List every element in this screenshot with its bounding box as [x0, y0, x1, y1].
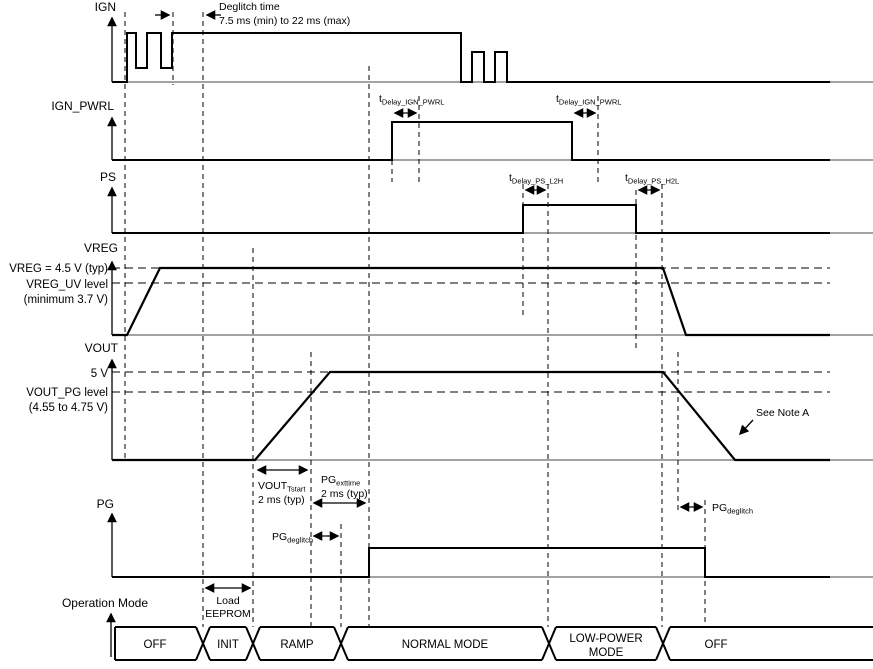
mode-off-1: OFF	[144, 639, 167, 651]
pg-exttime-label: PGexttime	[321, 474, 360, 488]
load-eeprom-label-line2: EEPROM	[205, 608, 251, 620]
see-note-label: See Note A	[756, 407, 809, 419]
mode-off-2: OFF	[705, 639, 728, 651]
deglitch-time-label: Deglitch time	[219, 1, 280, 13]
ign-label: IGN	[95, 0, 116, 14]
mode-init: INIT	[217, 639, 239, 651]
annotation-labels: Deglitch time 7.5 ms (min) to 22 ms (max…	[205, 1, 809, 620]
pg-deglitch-right-label: PGdeglitch	[712, 502, 753, 516]
t-delay-ps-h2l-label: tDelay_PS_H2L	[625, 172, 679, 186]
vout-tstart-time-label: 2 ms (typ)	[258, 494, 305, 506]
measure-arrows	[155, 10, 754, 593]
ign-pwrl-label: IGN_PWRL	[51, 99, 114, 113]
signal-axes	[106, 16, 117, 657]
t-delay-ps-l2h-label: tDelay_PS_L2H	[509, 172, 563, 186]
vout-tstart-label: VOUTTstart	[258, 480, 306, 494]
mode-low-power-line1: LOW-POWER	[569, 633, 642, 645]
pg-deglitch-left-label: PGdeglitch	[272, 531, 313, 545]
vout-label: VOUT	[85, 341, 119, 355]
mode-crossovers	[195, 626, 671, 661]
operation-mode-band	[114, 626, 873, 661]
mode-ramp: RAMP	[280, 639, 314, 651]
ign-pwrl-waveform	[112, 120, 830, 162]
level-labels: VREG = 4.5 V (typ) VREG_UV level (minimu…	[9, 263, 108, 414]
vout-pg-level-label: VOUT_PG level	[26, 387, 108, 399]
vout-5v-label: 5 V	[91, 368, 109, 380]
pg-waveform	[112, 546, 830, 579]
vreg-typ-level-label: VREG = 4.5 V (typ)	[9, 263, 108, 275]
baseline-axes	[112, 81, 873, 578]
pg-label: PG	[97, 497, 114, 511]
vout-waveform	[112, 370, 830, 462]
signal-labels: IGN IGN_PWRL PS VREG VOUT PG Operation M…	[51, 0, 148, 610]
vreg-uv-level-label: VREG_UV level	[26, 279, 108, 291]
ps-label: PS	[100, 170, 116, 184]
pg-exttime-time-label: 2 ms (typ)	[321, 488, 368, 500]
mode-normal: NORMAL MODE	[402, 639, 489, 651]
level-dashed-lines	[112, 267, 830, 393]
t-delay-ign-pwrl-rise-label: tDelay_IGN_PWRL	[379, 93, 444, 107]
ps-waveform	[112, 203, 830, 235]
ign-waveform	[112, 31, 830, 84]
mode-labels: OFF INIT RAMP NORMAL MODE LOW-POWER MODE…	[144, 633, 728, 659]
vreg-waveform	[112, 266, 830, 337]
waveforms	[112, 31, 830, 579]
vreg-label: VREG	[84, 241, 118, 255]
mode-low-power-line2: MODE	[589, 647, 624, 659]
operation-mode-label: Operation Mode	[62, 596, 148, 610]
deglitch-range-label: 7.5 ms (min) to 22 ms (max)	[219, 15, 350, 27]
load-eeprom-label-line1: Load	[216, 595, 240, 607]
see-note-pointer-arrow	[739, 419, 754, 436]
t-delay-ign-pwrl-fall-label: tDelay_IGN_PWRL	[556, 93, 621, 107]
vreg-uv-min-label: (minimum 3.7 V)	[24, 294, 109, 306]
vout-pg-range-label: (4.55 to 4.75 V)	[29, 402, 108, 414]
